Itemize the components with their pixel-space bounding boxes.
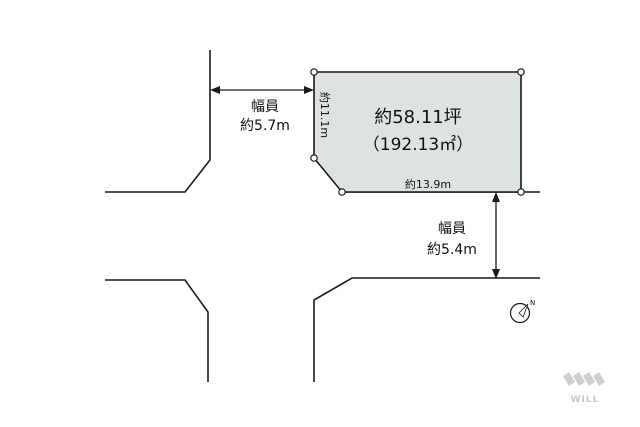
road-lower-title: 幅員: [438, 221, 466, 237]
lot-vertex: [338, 188, 346, 196]
lot-vertex: [517, 188, 525, 196]
lot-side-bottom-length: 約13.9m: [405, 177, 451, 191]
lot-area-tsubo: 約58.11坪: [374, 107, 462, 128]
lot-area-sqm: （192.13㎡）: [363, 135, 473, 155]
road-width-dimension-upper: [210, 86, 314, 94]
lot-vertex: [517, 68, 525, 76]
north-arrow-icon: N: [509, 299, 535, 324]
arrowhead-icon: [492, 192, 500, 202]
lot-side-left-length: 約11.1m: [318, 92, 332, 138]
arrowhead-icon: [492, 269, 500, 279]
arrowhead-icon: [210, 86, 220, 94]
road-lower-width: 約5.4m: [427, 242, 477, 258]
road-edge-lower-left: [105, 279, 209, 382]
logo-wordmark: WILL: [571, 395, 600, 405]
road-edge-lower-right: [313, 277, 540, 382]
lot-vertices: [310, 68, 525, 196]
lot-parcel: [313, 71, 522, 193]
lot-vertex: [310, 154, 318, 162]
will-logo-icon: [563, 372, 605, 386]
north-label: N: [530, 299, 535, 307]
road-width-dimension-lower: [492, 192, 500, 279]
road-upper-title: 幅員: [251, 99, 279, 115]
road-upper-width: 約5.7m: [240, 118, 290, 134]
arrowhead-icon: [304, 86, 314, 94]
lot-vertex: [310, 68, 318, 76]
road-edge-upper-left: [105, 50, 211, 193]
